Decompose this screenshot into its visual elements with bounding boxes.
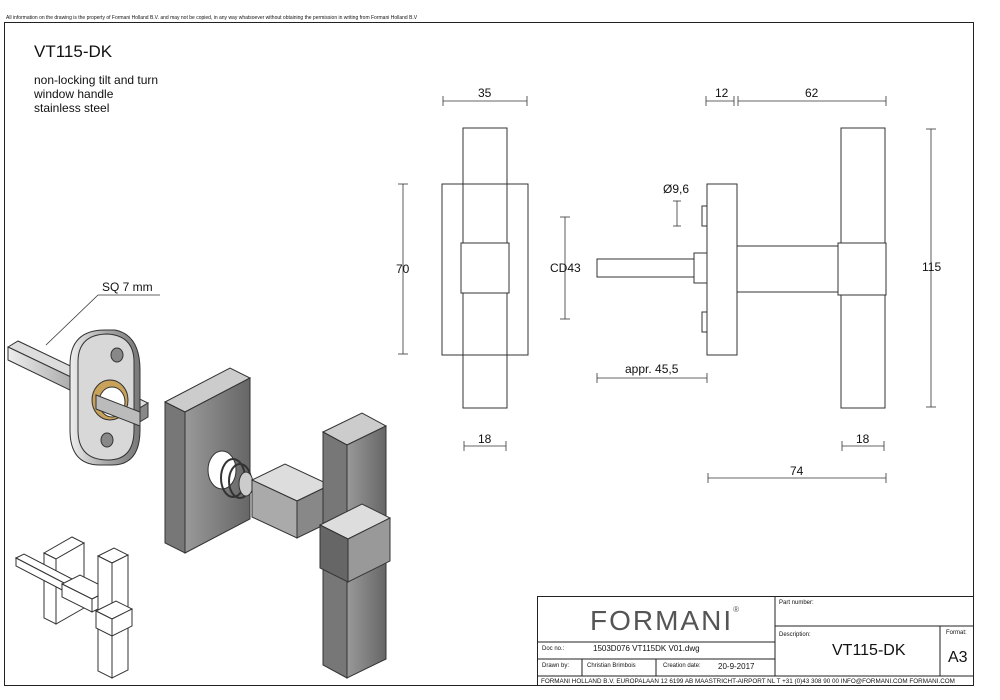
dim-total-height: 115 bbox=[922, 260, 942, 274]
exploded-isometric-view bbox=[6, 294, 392, 679]
description-line-2: window handle bbox=[34, 87, 114, 101]
spindle bbox=[596, 258, 695, 278]
title-block-grid bbox=[537, 596, 974, 677]
label-diameter: Ø9,6 bbox=[663, 182, 690, 196]
title-block: FORMANI® Part number: Description: VT115… bbox=[537, 596, 974, 686]
label-square-spindle: SQ 7 mm bbox=[102, 280, 153, 294]
dim-total-length: 74 bbox=[790, 464, 804, 478]
dim-handle-length: 62 bbox=[805, 86, 819, 100]
doc-no-label: Doc no.: bbox=[542, 646, 565, 652]
side-view bbox=[596, 127, 887, 409]
spindle-collar bbox=[693, 252, 708, 284]
company-footer: FORMANI HOLLAND B.V. EUROPALAAN 12 6199 … bbox=[541, 678, 955, 685]
drawn-by-label: Drawn by: bbox=[542, 663, 570, 669]
label-approx: appr. 45,5 bbox=[625, 362, 679, 376]
drawn-by-value: Christian Brimbois bbox=[587, 663, 636, 669]
dim-front-height: 70 bbox=[396, 262, 410, 276]
dim-front-width: 35 bbox=[478, 86, 492, 100]
dim-rose-thickness: 12 bbox=[715, 86, 729, 100]
format-value: A3 bbox=[948, 649, 968, 666]
side-hub bbox=[837, 242, 887, 296]
side-rose bbox=[706, 183, 738, 356]
copyright-notice: All information on the drawing is the pr… bbox=[6, 15, 418, 21]
description-value: VT115-DK bbox=[832, 642, 906, 659]
side-neck bbox=[736, 245, 842, 293]
front-dimension-lines bbox=[398, 96, 528, 451]
label-cd: CD43 bbox=[550, 261, 581, 275]
creation-date-label: Creation date: bbox=[663, 663, 701, 669]
dim-rose-bottom: 18 bbox=[478, 432, 492, 446]
doc-no-value: 1503D076 VT115DK V01.dwg bbox=[593, 644, 700, 653]
brand-logo: FORMANI® bbox=[590, 605, 740, 636]
front-view bbox=[441, 127, 529, 409]
product-description: non-locking tilt and turn window handle … bbox=[34, 73, 158, 115]
dim-side-bottom: 18 bbox=[856, 432, 870, 446]
small-outline-view bbox=[14, 536, 134, 679]
side-dimension-lines bbox=[560, 96, 936, 483]
description-line-3: stainless steel bbox=[34, 101, 110, 115]
format-label: Format: bbox=[946, 630, 967, 636]
drawing-frame bbox=[4, 22, 974, 686]
part-number-label: Part number: bbox=[779, 600, 814, 606]
description-label: Description: bbox=[779, 632, 811, 638]
description-line-1: non-locking tilt and turn bbox=[34, 73, 159, 87]
creation-date-value: 20-9-2017 bbox=[718, 662, 755, 671]
front-hub bbox=[460, 242, 510, 294]
product-code: VT115-DK bbox=[34, 42, 113, 61]
